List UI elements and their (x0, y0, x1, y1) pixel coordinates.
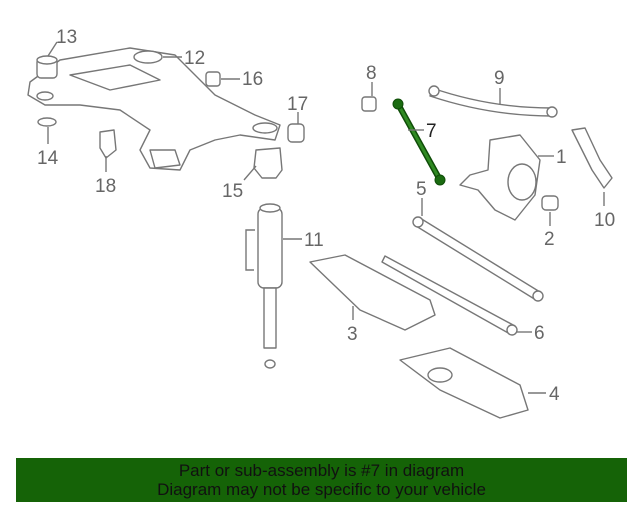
callout-12[interactable]: 12 (184, 48, 205, 69)
callout-16[interactable]: 16 (242, 69, 263, 90)
callout-1[interactable]: 1 (556, 147, 567, 168)
part-17-bushing[interactable] (287, 123, 305, 143)
part-1-knuckle[interactable] (459, 134, 541, 221)
part-3-trailing-arm[interactable] (309, 254, 436, 331)
part-7-control-rod[interactable] (392, 98, 446, 186)
part-18-bracket[interactable] (99, 129, 117, 159)
callout-5[interactable]: 5 (416, 179, 427, 200)
callout-15[interactable]: 15 (222, 181, 243, 202)
callout-14[interactable]: 14 (37, 148, 59, 169)
callout-17[interactable]: 17 (287, 94, 308, 115)
part-13-mount[interactable] (36, 55, 58, 79)
callout-2[interactable]: 2 (544, 229, 555, 250)
part-4-spring-link[interactable] (399, 347, 529, 419)
part-16-bushing[interactable] (205, 71, 221, 87)
callout-8[interactable]: 8 (366, 63, 377, 84)
part-8-bushing[interactable] (361, 96, 377, 112)
part-15-mount[interactable] (253, 147, 283, 179)
info-banner: Part or sub-assembly is #7 in diagram Di… (16, 458, 627, 502)
part-14-washer[interactable] (37, 117, 57, 127)
part-12-subframe[interactable] (27, 47, 281, 171)
part-10-arm[interactable] (571, 127, 613, 189)
callout-4[interactable]: 4 (549, 384, 560, 405)
callout-13[interactable]: 13 (56, 27, 77, 48)
callout-6[interactable]: 6 (534, 323, 545, 344)
callout-18[interactable]: 18 (95, 176, 116, 197)
callout-10[interactable]: 10 (594, 210, 615, 231)
callout-3[interactable]: 3 (347, 324, 358, 345)
callout-9[interactable]: 9 (494, 68, 505, 89)
part-11-air-strut[interactable] (245, 203, 283, 369)
part-5-lower-arm[interactable] (412, 216, 544, 302)
banner-disclaimer-line: Diagram may not be specific to your vehi… (157, 480, 486, 499)
callout-11[interactable]: 11 (304, 230, 324, 251)
leader-lines (47, 41, 605, 394)
part-6-lower-arm[interactable] (381, 255, 518, 336)
banner-part-line: Part or sub-assembly is #7 in diagram (178, 461, 465, 480)
part-2-bushing[interactable] (541, 195, 559, 211)
part-9-upper-arm[interactable] (428, 85, 558, 118)
callout-7[interactable]: 7 (426, 121, 437, 142)
